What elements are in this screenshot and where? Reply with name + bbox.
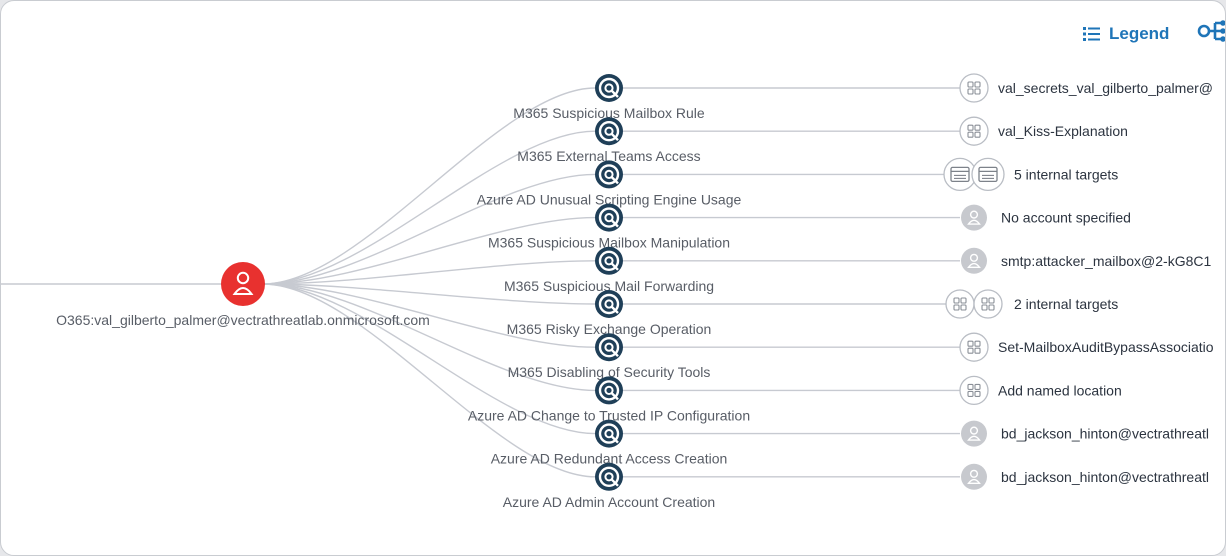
target-label: val_Kiss-Explanation	[998, 123, 1128, 139]
entity-icon	[959, 116, 989, 146]
detection-icon	[595, 290, 623, 318]
edge-root-to-detection	[262, 283, 596, 392]
detection-label: M365 Suspicious Mail Forwarding	[504, 278, 714, 294]
detection-label: M365 Suspicious Mailbox Rule	[513, 105, 705, 121]
user-icon	[221, 262, 265, 306]
detection-label: Azure AD Redundant Access Creation	[491, 451, 728, 467]
target-label: No account specified	[1001, 210, 1131, 226]
target-label: 2 internal targets	[1014, 296, 1118, 312]
target-label: bd_jackson_hinton@vectrathreatl	[1001, 469, 1209, 485]
detection-node[interactable]: Azure AD Unusual Scripting Engine Usage	[477, 160, 742, 207]
root-account-node[interactable]: O365:val_gilberto_palmer@vectrathreatlab…	[56, 262, 430, 328]
host-icon	[943, 157, 977, 192]
edge-layer	[1, 87, 960, 478]
node-layer: M365 Suspicious Mailbox Rule val_secrets_…	[56, 73, 1214, 510]
detection-icon	[595, 333, 623, 362]
detection-node[interactable]: M365 External Teams Access	[517, 117, 701, 164]
edge-root-to-detection	[262, 130, 596, 285]
edge-root-to-detection	[262, 283, 596, 435]
target-label: val_secrets_val_gilberto_palmer@	[998, 80, 1213, 96]
detection-icon	[595, 419, 623, 448]
detection-icon	[595, 462, 623, 491]
detection-node[interactable]: M365 Suspicious Mailbox Manipulation	[488, 203, 730, 251]
detection-icon	[595, 376, 623, 405]
root-account-label: O365:val_gilberto_palmer@vectrathreatlab…	[56, 312, 430, 328]
detection-node[interactable]: Azure AD Admin Account Creation	[503, 462, 715, 510]
target-node[interactable]: Set-MailboxAuditBypassAssociatio	[959, 332, 1214, 362]
target-label: Set-MailboxAuditBypassAssociatio	[998, 339, 1214, 355]
target-node[interactable]: bd_jackson_hinton@vectrathreatl	[961, 463, 1209, 490]
detection-icon	[595, 117, 623, 146]
detection-icon	[595, 203, 623, 232]
edge-root-to-detection	[262, 173, 596, 285]
edge-root-to-detection	[262, 216, 596, 285]
edge-root-to-detection	[262, 260, 596, 285]
account-icon	[961, 463, 987, 490]
account-icon	[961, 420, 987, 447]
target-label: 5 internal targets	[1014, 166, 1118, 182]
detection-label: Azure AD Unusual Scripting Engine Usage	[477, 191, 742, 207]
edge-root-to-detection	[262, 87, 596, 285]
edge-root-to-detection	[262, 283, 596, 478]
layout-toggle-button[interactable]	[1197, 19, 1225, 50]
edge-root-to-detection	[262, 283, 596, 305]
entity-icon	[973, 289, 1003, 319]
detection-node[interactable]: M365 Suspicious Mail Forwarding	[504, 246, 714, 294]
target-node[interactable]: 2 internal targets	[945, 289, 1118, 319]
target-node[interactable]: 5 internal targets	[943, 157, 1118, 192]
target-node[interactable]: No account specified	[961, 204, 1131, 231]
entity-icon	[959, 375, 989, 406]
detection-node[interactable]: Azure AD Redundant Access Creation	[491, 419, 728, 467]
detection-node[interactable]: Azure AD Change to Trusted IP Configurat…	[468, 376, 750, 423]
detection-label: M365 Disabling of Security Tools	[508, 364, 711, 380]
detection-label: M365 Suspicious Mailbox Manipulation	[488, 235, 730, 251]
detection-label: M365 Risky Exchange Operation	[507, 321, 712, 337]
target-node[interactable]: bd_jackson_hinton@vectrathreatl	[961, 420, 1209, 447]
detection-label: Azure AD Admin Account Creation	[503, 494, 715, 510]
hierarchy-icon	[1197, 20, 1225, 49]
detection-node[interactable]: M365 Disabling of Security Tools	[508, 333, 711, 380]
target-node[interactable]: smtp:attacker_mailbox@2-kG8C1	[961, 247, 1212, 274]
detection-icon	[595, 74, 623, 102]
detection-label: M365 External Teams Access	[517, 148, 700, 164]
entity-icon	[959, 332, 989, 362]
detection-icon	[595, 160, 623, 189]
entity-icon	[945, 289, 975, 319]
list-icon	[1083, 26, 1101, 42]
account-icon	[961, 247, 987, 274]
detection-node[interactable]: M365 Risky Exchange Operation	[507, 290, 712, 337]
edge-root-to-detection	[262, 283, 596, 348]
detection-label: Azure AD Change to Trusted IP Configurat…	[468, 407, 750, 423]
account-icon	[961, 204, 987, 231]
detection-node[interactable]: M365 Suspicious Mailbox Rule	[513, 74, 705, 121]
legend-label: Legend	[1109, 24, 1170, 43]
target-node[interactable]: val_secrets_val_gilberto_palmer@	[959, 73, 1213, 103]
entity-icon	[959, 73, 989, 103]
target-label: bd_jackson_hinton@vectrathreatl	[1001, 426, 1209, 442]
target-label: Add named location	[998, 382, 1122, 398]
legend-button[interactable]: Legend	[1083, 21, 1169, 47]
target-node[interactable]: Add named location	[959, 375, 1122, 406]
detection-icon	[595, 246, 623, 275]
target-label: smtp:attacker_mailbox@2-kG8C1	[1001, 253, 1212, 269]
target-node[interactable]: val_Kiss-Explanation	[959, 116, 1128, 146]
host-icon	[971, 157, 1005, 192]
